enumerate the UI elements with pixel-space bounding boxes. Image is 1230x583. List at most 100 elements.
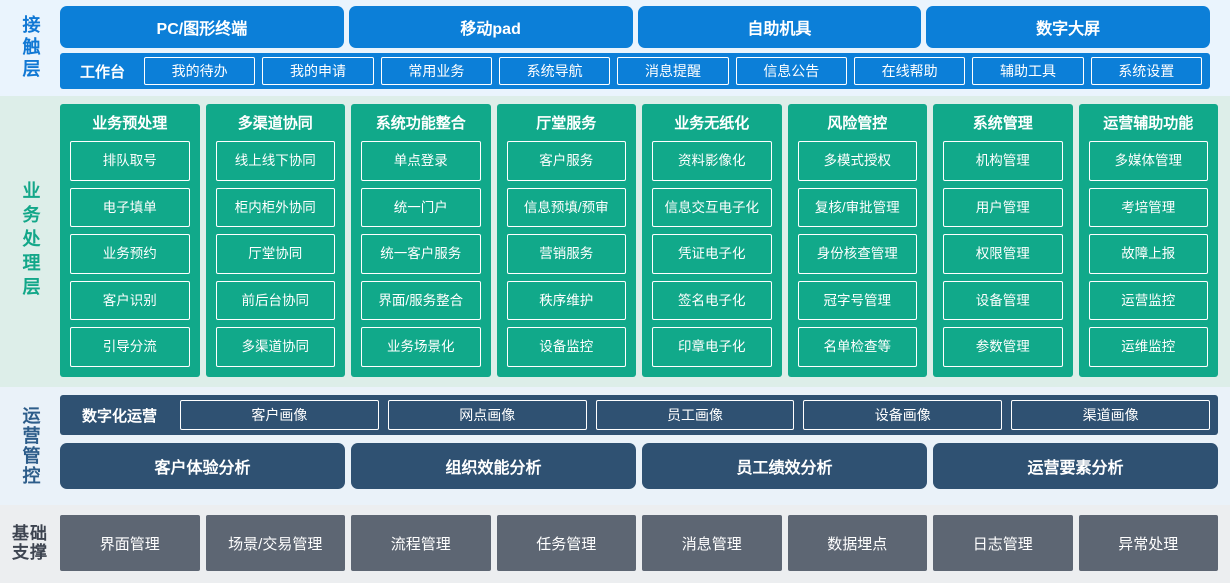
workbench-item-announcement-label: 信息公告 (763, 63, 820, 79)
foundation-item-row: 界面管理 场景/交易管理 流程管理 任务管理 消息管理 数据埋点 (60, 515, 1218, 571)
business-item[interactable]: 信息预填/预审 (506, 187, 626, 228)
business-column-multichannel-title: 多渠道协同 (237, 115, 313, 132)
business-item[interactable]: 秩序维护 (506, 280, 626, 321)
business-item[interactable]: 柜内柜外协同 (215, 187, 335, 228)
channel-card-mobile-pad[interactable]: 移动pad (348, 6, 633, 48)
workbench-item-auxiliary-tools[interactable]: 辅助工具 (972, 57, 1084, 85)
workbench-item-message-reminder-label: 消息提醒 (644, 63, 701, 79)
workbench-item-online-help[interactable]: 在线帮助 (853, 57, 966, 85)
workbench-item-announcement[interactable]: 信息公告 (735, 57, 847, 85)
workbench-item-my-todo[interactable]: 我的待办 (144, 57, 256, 85)
foundation-item-task-management[interactable]: 任务管理 (496, 515, 636, 571)
business-item[interactable]: 用户管理 (943, 187, 1063, 228)
business-column-preprocessing: 业务预处理 排队取号 电子填单 业务预约 客户识别 引导分流 (60, 104, 200, 377)
foundation-item-message-management[interactable]: 消息管理 (642, 515, 782, 571)
business-item[interactable]: 客户服务 (506, 141, 626, 181)
business-column-row: 业务预处理 排队取号 电子填单 业务预约 客户识别 引导分流 多渠道协同 线上线… (60, 104, 1218, 377)
channel-card-pc-label: PC/图形终端 (156, 21, 248, 38)
workbench-bar: 工作台 我的待办 我的申请 常用业务 系统导航 消息提醒 信息公告 (60, 53, 1210, 89)
analysis-row: 客户体验分析 组织效能分析 员工绩效分析 运营要素分析 (60, 443, 1218, 489)
foundation-item-log-management-label: 日志管理 (972, 535, 1033, 553)
business-item[interactable]: 权限管理 (943, 234, 1063, 274)
foundation-item-process-management-label: 流程管理 (390, 535, 451, 553)
business-item[interactable]: 多媒体管理 (1088, 141, 1208, 181)
workbench-item-system-navigation[interactable]: 系统导航 (499, 57, 611, 85)
business-item[interactable]: 资料影像化 (652, 141, 772, 181)
business-item[interactable]: 考培管理 (1088, 187, 1208, 228)
portrait-item-device[interactable]: 设备画像 (803, 400, 1003, 430)
workbench-item-system-settings[interactable]: 系统设置 (1090, 57, 1202, 85)
analysis-card-employee-performance[interactable]: 员工绩效分析 (642, 443, 927, 489)
business-item[interactable]: 引导分流 (70, 327, 190, 367)
business-item[interactable]: 设备管理 (943, 280, 1063, 321)
business-item[interactable]: 业务预约 (70, 234, 190, 274)
business-layer-label-text: 业务处理层 (20, 180, 41, 301)
operations-layer: 运营管控 数字化运营 客户画像 网点画像 员工画像 设备画像 渠道画像 (0, 387, 1230, 505)
workbench-item-common-business[interactable]: 常用业务 (380, 57, 492, 85)
business-item[interactable]: 信息交互电子化 (652, 187, 772, 228)
business-item[interactable]: 凭证电子化 (652, 234, 772, 274)
workbench-item-my-application[interactable]: 我的申请 (262, 57, 374, 85)
business-item[interactable]: 印章电子化 (652, 327, 772, 367)
business-item[interactable]: 复核/审批管理 (797, 187, 917, 228)
business-item[interactable]: 故障上报 (1088, 234, 1208, 274)
foundation-item-process-management[interactable]: 流程管理 (351, 515, 491, 571)
business-item[interactable]: 多渠道协同 (215, 327, 335, 367)
business-column-lobby-service-title: 厅堂服务 (536, 115, 597, 132)
foundation-item-data-tracking[interactable]: 数据埋点 (787, 515, 927, 571)
business-column-risk-control: 风险管控 多模式授权 复核/审批管理 身份核查管理 冠字号管理 名单检查等 (787, 104, 927, 377)
business-item[interactable]: 签名电子化 (652, 280, 772, 321)
business-item[interactable]: 统一客户服务 (361, 234, 481, 274)
digital-operations-title: 数字化运营 (82, 407, 158, 425)
portrait-item-channel[interactable]: 渠道画像 (1011, 400, 1210, 430)
foundation-layer-label-line1: 基础 (12, 523, 48, 543)
business-column-paperless-title: 业务无纸化 (674, 115, 750, 132)
business-item[interactable]: 排队取号 (70, 141, 190, 181)
workbench-item-system-settings-label: 系统设置 (1118, 63, 1175, 79)
portrait-item-customer-label: 客户画像 (251, 407, 308, 423)
contact-layer: 接触层 PC/图形终端 移动pad 自助机具 数字大屏 工作台 (0, 0, 1230, 96)
business-item[interactable]: 冠字号管理 (797, 280, 917, 321)
portrait-item-employee[interactable]: 员工画像 (595, 400, 795, 430)
foundation-item-exception-handling[interactable]: 异常处理 (1078, 515, 1218, 571)
contact-layer-label: 接触层 (0, 6, 60, 90)
channel-card-pc[interactable]: PC/图形终端 (60, 6, 344, 48)
channel-card-self-service[interactable]: 自助机具 (637, 6, 922, 48)
foundation-item-ui-management[interactable]: 界面管理 (60, 515, 200, 571)
foundation-item-scenario-transaction-management[interactable]: 场景/交易管理 (205, 515, 345, 571)
business-item[interactable]: 多模式授权 (797, 141, 917, 181)
business-item[interactable]: 客户识别 (70, 280, 190, 321)
foundation-layer: 基础 支撑 界面管理 场景/交易管理 流程管理 任务管理 消息管理 (0, 505, 1230, 583)
business-column-multichannel: 多渠道协同 线上线下协同 柜内柜外协同 厅堂协同 前后台协同 多渠道协同 (205, 104, 345, 377)
foundation-item-scenario-transaction-management-label: 场景/交易管理 (228, 535, 323, 553)
business-item[interactable]: 单点登录 (361, 141, 481, 181)
business-item[interactable]: 名单检查等 (797, 327, 917, 367)
business-item[interactable]: 设备监控 (506, 327, 626, 367)
analysis-card-organizational-efficiency[interactable]: 组织效能分析 (351, 443, 636, 489)
channel-card-digital-screen[interactable]: 数字大屏 (926, 6, 1210, 48)
analysis-card-customer-experience[interactable]: 客户体验分析 (60, 443, 345, 489)
business-item[interactable]: 统一门户 (361, 187, 481, 228)
business-item[interactable]: 业务场景化 (361, 327, 481, 367)
business-item[interactable]: 机构管理 (943, 141, 1063, 181)
business-item[interactable]: 前后台协同 (215, 280, 335, 321)
business-item[interactable]: 身份核查管理 (797, 234, 917, 274)
portrait-item-branch[interactable]: 网点画像 (387, 400, 587, 430)
business-item[interactable]: 线上线下协同 (215, 141, 335, 181)
contact-channel-row: PC/图形终端 移动pad 自助机具 数字大屏 (60, 6, 1210, 48)
operations-layer-label: 运营管控 (0, 395, 60, 497)
business-item[interactable]: 运维监控 (1088, 327, 1208, 367)
foundation-item-log-management[interactable]: 日志管理 (933, 515, 1073, 571)
business-item[interactable]: 界面/服务整合 (361, 280, 481, 321)
analysis-card-operational-factors[interactable]: 运营要素分析 (933, 443, 1218, 489)
workbench-item-message-reminder[interactable]: 消息提醒 (617, 57, 729, 85)
business-item[interactable]: 电子填单 (70, 187, 190, 228)
business-item[interactable]: 营销服务 (506, 234, 626, 274)
business-item[interactable]: 厅堂协同 (215, 234, 335, 274)
portrait-item-customer[interactable]: 客户画像 (180, 400, 379, 430)
business-column-lobby-service-items: 客户服务 信息预填/预审 营销服务 秩序维护 设备监控 (506, 141, 626, 367)
business-item[interactable]: 运营监控 (1088, 280, 1208, 321)
business-item[interactable]: 参数管理 (943, 327, 1063, 367)
foundation-item-exception-handling-label: 异常处理 (1118, 535, 1179, 553)
